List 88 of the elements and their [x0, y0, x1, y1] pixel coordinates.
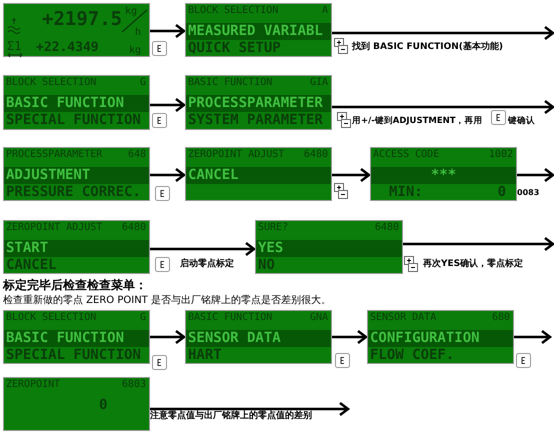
arrow — [150, 168, 186, 182]
block-code: 1002 — [488, 150, 513, 160]
screen-heading: ACCESS CODE — [373, 150, 440, 160]
block-code: 6480 — [122, 223, 146, 233]
selected-menu-item: PROCESSPARAMETER — [186, 95, 331, 112]
lcd-screen — [185, 147, 332, 201]
unit-label: kg — [129, 46, 142, 56]
edge-label: 注意零点值与出厂铭牌上的零点值的差别 — [150, 412, 312, 422]
screen-heading: BASIC FUNCTION — [188, 313, 272, 323]
block-code: G — [140, 78, 146, 88]
arrow — [150, 242, 256, 256]
block-code: 680 — [492, 313, 510, 323]
arrow — [332, 330, 368, 344]
min-label: MIN: — [389, 185, 423, 199]
arrow — [332, 100, 554, 114]
section-heading: 标定完毕后检查检查菜单： — [3, 279, 147, 292]
arrow — [150, 402, 350, 416]
selected-menu-item: BASIC FUNCTION — [4, 330, 149, 347]
edge-label: 启动零点标定 — [180, 260, 234, 270]
edge-label: 找到 BASIC FUNCTION(基本功能) — [352, 43, 504, 53]
block-code: GIA — [310, 78, 328, 88]
block-code: 6803 — [122, 380, 146, 390]
selected-menu-item: START — [4, 240, 149, 257]
lcd-screen — [3, 310, 150, 364]
edge-label: 再次YES确认，零点标定 — [423, 260, 524, 270]
screen-heading: SURE? — [258, 223, 288, 233]
screen-heading: ZEROPOINT ADJUST — [6, 223, 102, 233]
block-code: A — [322, 6, 328, 16]
selected-menu-item: MEASURED VARIABL — [186, 23, 331, 40]
menu-item: FLOW COEF. — [370, 348, 454, 362]
menu-item: SPECIAL FUNCTION — [6, 348, 141, 362]
zeropoint-value: 0 — [99, 398, 108, 412]
screen-heading: BASIC FUNCTION — [188, 78, 272, 88]
menu-item: HART — [188, 348, 222, 362]
masked-code: *** — [371, 167, 516, 184]
lcd-screen — [3, 147, 150, 201]
arrow — [150, 24, 186, 38]
lcd-screen — [3, 3, 150, 57]
lcd-screen — [370, 147, 517, 201]
block-code: G — [140, 313, 146, 323]
block-code: 648 — [128, 150, 146, 160]
note-text: 键确认 — [508, 117, 535, 126]
lcd-screen — [185, 310, 332, 364]
lcd-screen — [3, 377, 150, 431]
totalizer-symbol: Σ1 — [7, 40, 22, 52]
image-number: 0083 — [517, 189, 540, 198]
block-code: 6480 — [374, 223, 399, 233]
edge-label: 用+/-键到ADJUSTMENT，再用 — [352, 117, 483, 126]
arrow — [403, 236, 554, 252]
screen-heading: ZEROPOINT ADJUST — [188, 150, 284, 160]
screen-heading: ZEROPOINT — [6, 380, 60, 390]
screen-heading: BLOCK SELECTION — [188, 6, 278, 16]
menu-item: SPECIAL FUNCTION — [6, 113, 141, 127]
min-value: 0 — [498, 185, 506, 199]
menu-item: QUICK SETUP — [188, 41, 281, 55]
lcd-screen — [367, 310, 514, 364]
menu-item: CANCEL — [6, 258, 57, 272]
flow-rate-value: +2197.5 — [42, 10, 122, 29]
arrow — [514, 330, 552, 344]
lcd-screen — [3, 220, 150, 274]
selected-menu-item: SENSOR DATA — [186, 330, 331, 347]
selected-menu-item: CONFIGURATION — [368, 330, 513, 347]
menu-item: PRESSURE CORREC. — [6, 185, 141, 199]
description-text: 检查重新做的零点 ZERO POINT 是否与出厂铭牌上的零点是否差别很大。 — [3, 295, 331, 306]
arrow — [150, 330, 186, 344]
block-code: GNA — [310, 313, 328, 323]
screen-heading: BLOCK SELECTION — [6, 313, 96, 323]
unit-label: kg — [125, 7, 138, 17]
selected-menu-item: ADJUSTMENT — [4, 167, 149, 184]
screen-heading: PROCESSPARAMETER — [6, 150, 102, 160]
arrow — [150, 98, 186, 112]
block-code: 6480 — [304, 150, 328, 160]
arrow — [332, 26, 554, 40]
lcd-screen — [185, 3, 332, 57]
selected-menu-item: BASIC FUNCTION — [4, 95, 149, 112]
lcd-screen — [185, 75, 332, 130]
arrow — [517, 168, 554, 182]
arrow — [332, 168, 370, 182]
unit-label: h — [135, 28, 142, 38]
lcd-screen — [255, 220, 403, 274]
menu-item: SYSTEM PARAMETER — [188, 113, 323, 127]
screen-heading: SENSOR DATA — [370, 313, 436, 323]
lcd-screen — [3, 75, 150, 130]
menu-item: NO — [258, 258, 275, 272]
selected-menu-item: CANCEL — [186, 167, 331, 184]
screen-heading: BLOCK SELECTION — [6, 78, 96, 88]
selected-menu-item: YES — [256, 240, 402, 257]
totalizer-value: +22.4349 — [36, 41, 99, 54]
